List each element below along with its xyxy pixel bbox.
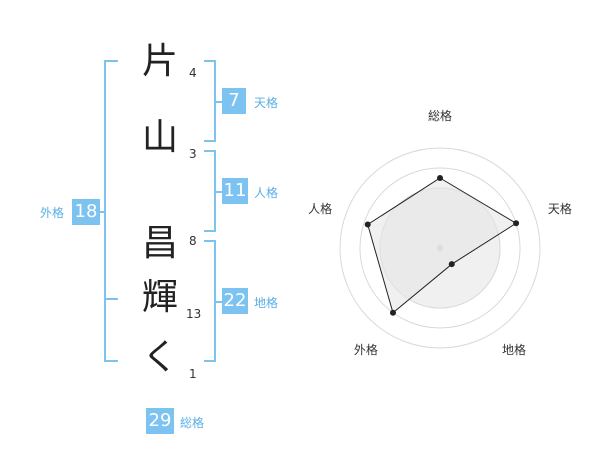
- chikaku-value: 22: [222, 288, 248, 314]
- radar-point-0: [437, 175, 443, 181]
- radar-axis-label-0: 総格: [428, 108, 452, 123]
- name-char-1: 片: [141, 41, 178, 82]
- radar-axis-label-1: 天格: [548, 201, 572, 216]
- gaikaku-label: 外格: [40, 206, 65, 220]
- soukaku-label: 総格: [180, 416, 205, 430]
- soukaku-value: 29: [146, 408, 174, 434]
- chikaku-label: 地格: [254, 296, 279, 310]
- radar-axis-label-3: 外格: [354, 342, 378, 357]
- radar-point-1: [513, 220, 520, 227]
- radar-data-polygon: [367, 177, 518, 314]
- tenkaku-label: 天格: [254, 96, 279, 110]
- stroke-count-2: 3: [189, 147, 197, 161]
- gaikaku-bracket: [104, 60, 118, 362]
- chikaku-connector: [214, 301, 222, 303]
- radar-point-4: [364, 221, 371, 228]
- gaikaku-value: 18: [72, 199, 100, 225]
- tenkaku-connector: [214, 101, 222, 103]
- name-char-4: 輝: [141, 277, 178, 318]
- radar-point-2: [448, 261, 455, 268]
- name-char-3: 昌: [141, 223, 178, 264]
- stroke-count-1: 4: [189, 66, 197, 80]
- stroke-count-5: 1: [189, 367, 197, 381]
- name-char-5: く: [141, 337, 178, 378]
- tenkaku-value: 7: [222, 88, 246, 114]
- jinkaku-connector: [214, 191, 222, 193]
- radar-ring-4: [359, 167, 521, 329]
- stroke-count-3: 8: [189, 234, 197, 248]
- jinkaku-value: 11: [222, 178, 248, 204]
- radar-point-3: [389, 309, 396, 316]
- name-char-2: 山: [141, 117, 178, 158]
- stroke-count-4: 13: [186, 307, 202, 321]
- radar-axis-label-2: 地格: [502, 342, 526, 357]
- lower-left-tick: [106, 298, 118, 300]
- jinkaku-label: 人格: [254, 186, 279, 200]
- radar-axis-label-4: 人格: [308, 201, 332, 216]
